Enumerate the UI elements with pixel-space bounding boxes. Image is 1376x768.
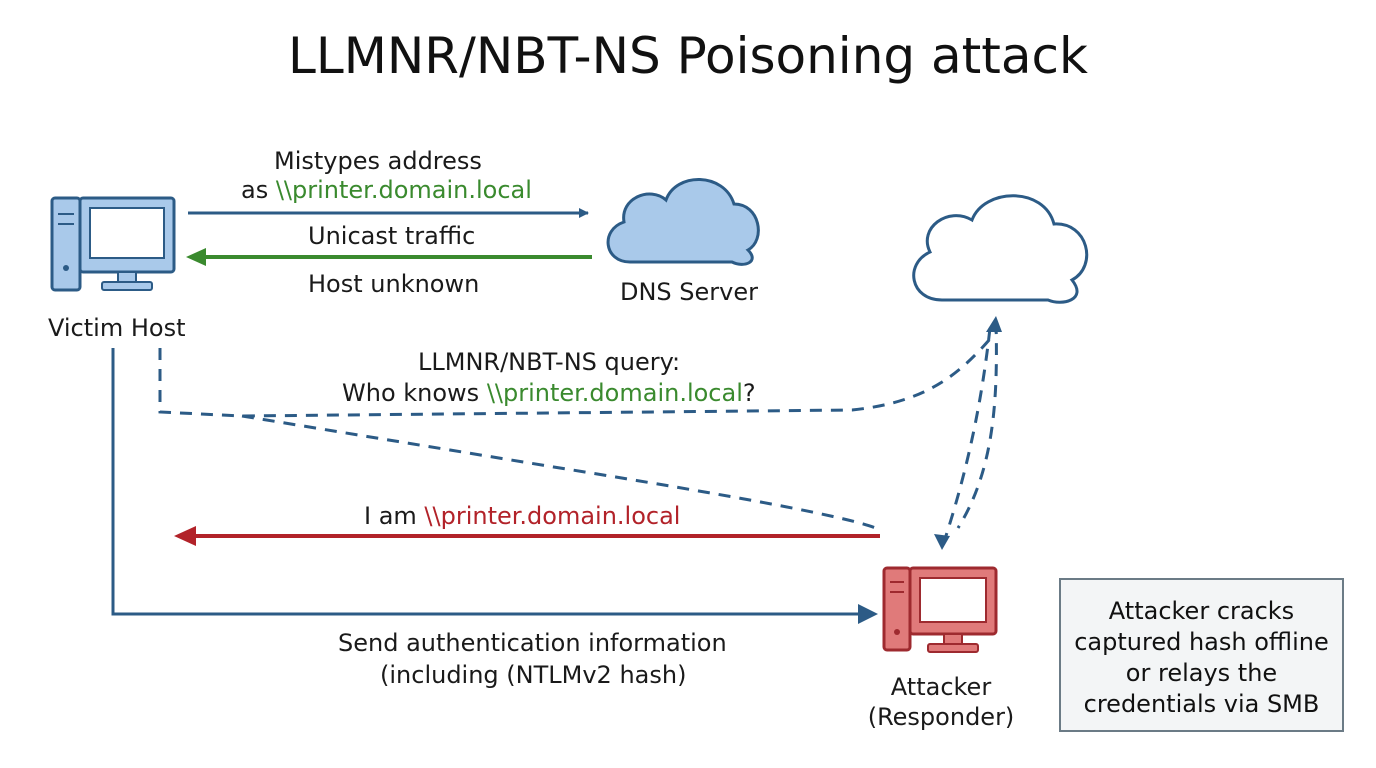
mistype-as: as [241,176,276,204]
query-prefix: Who knows [342,379,487,407]
send-auth-path [111,348,860,616]
query-host: \\printer.domain.local [486,379,743,407]
i-am-prefix: I am [364,502,425,530]
dns-server-label: DNS Server [620,278,758,306]
mistype-host: \\printer.domain.local [275,176,532,204]
victim-host-label: Victim Host [48,314,186,342]
attacker-arrowhead [934,534,950,550]
note-text: Attacker cracks captured hash offline or… [1074,597,1329,718]
unicast-label: Unicast traffic [308,222,476,250]
i-am-host: \\printer.domain.local [424,502,681,530]
i-am-label: I am \\printer.domain.local [364,501,680,531]
send-auth-label-line1: Send authentication information [338,629,727,657]
llmnr-to-attacker-path [241,414,881,532]
attacker-computer-icon [882,566,998,653]
query-suffix: ? [742,379,756,407]
attacker-label-line2: (Responder) [867,703,1015,731]
mistype-label-line2: as \\printer.domain.local [241,175,532,205]
llmnr-query-path [158,331,998,418]
send-auth-label-line2: (including (NTLMv2 hash) [380,661,687,689]
attacker-label: Attacker (Responder) [866,672,1016,732]
victim-computer-icon [50,196,176,292]
host-unknown-arrow [186,248,592,266]
send-auth-arrowhead [858,604,878,624]
query-label-line2: Who knows \\printer.domain.local? [342,378,756,408]
attacker-label-line1: Attacker [890,673,992,701]
network-cloud-icon [912,194,1089,304]
cloud-to-attacker-path-a [940,327,992,549]
dns-cloud-icon [606,178,760,266]
cloud-arrowhead [986,316,1002,332]
note-box: Attacker cracks captured hash offline or… [1059,578,1344,732]
page-title: LLMNR/NBT-NS Poisoning attack [288,27,1088,85]
cloud-to-attacker-path-b [956,321,998,529]
i-am-arrow [174,526,880,546]
host-unknown-label: Host unknown [308,270,480,298]
query-label-line1: LLMNR/NBT-NS query: [418,348,681,376]
mistype-label-line1: Mistypes address [274,147,482,175]
